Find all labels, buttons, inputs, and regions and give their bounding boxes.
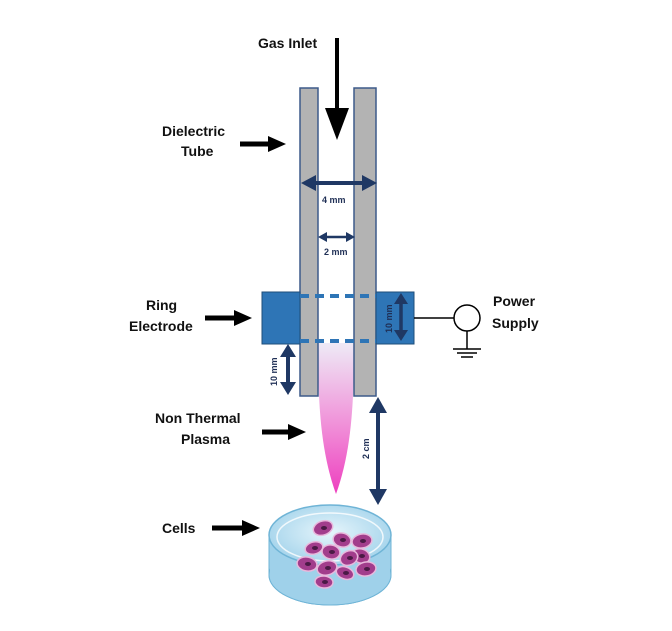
electrode-width-arrow <box>394 293 408 341</box>
outer-diameter-label: 4 mm <box>322 195 346 205</box>
cells-group <box>296 519 377 589</box>
cells-label: Cells <box>162 520 196 536</box>
cell-nucleus <box>329 550 335 554</box>
cell-nucleus <box>321 526 327 530</box>
gas-inlet-arrow <box>325 38 349 140</box>
power-supply-label-line2: Supply <box>492 315 539 331</box>
electrode-to-tube-end-label: 10 mm <box>269 357 279 386</box>
tube-left-wall <box>299 87 319 397</box>
electrode-width-label: 10 mm <box>384 304 394 333</box>
plasma-label-line1: Non Thermal <box>155 410 241 426</box>
inner-diameter-arrow <box>318 232 355 242</box>
ring-electrode-pointer-arrow <box>205 310 252 326</box>
ring-electrode-label-line1: Ring <box>146 297 177 313</box>
cell-nucleus <box>364 567 370 571</box>
inner-diameter-label: 2 mm <box>324 247 348 257</box>
cell-nucleus <box>312 546 318 550</box>
cells-pointer-arrow <box>212 520 260 536</box>
cell-nucleus <box>347 556 353 560</box>
dielectric-tube-pointer-arrow <box>240 136 286 152</box>
ring-electrode-label-line2: Electrode <box>129 318 193 334</box>
plasma-plume <box>318 343 354 494</box>
cell-nucleus <box>360 539 366 543</box>
outer-diameter-arrow <box>301 175 377 191</box>
cell-nucleus <box>305 562 311 566</box>
cell-nucleus <box>340 538 346 542</box>
plasma-label-line2: Plasma <box>181 431 230 447</box>
gas-inlet-label: Gas Inlet <box>258 35 317 51</box>
nozzle-to-cells-label: 2 cm <box>361 438 371 459</box>
plasma-pointer-arrow <box>262 424 306 440</box>
power-source-icon <box>453 304 481 332</box>
ground-icon <box>453 348 481 358</box>
ring-electrode-left <box>261 291 301 345</box>
cell-nucleus <box>325 566 331 570</box>
electrode-to-tube-end-arrow <box>280 344 296 395</box>
dielectric-tube-label-line2: Tube <box>181 143 214 159</box>
power-supply-circuit <box>414 304 481 358</box>
cell-nucleus <box>343 571 349 575</box>
tube-right-wall <box>353 87 377 397</box>
ring-electrode-right <box>375 291 415 345</box>
nozzle-to-cells-arrow <box>369 397 387 505</box>
cell-nucleus <box>322 580 328 584</box>
dielectric-tube-label-line1: Dielectric <box>162 123 225 139</box>
power-supply-label-line1: Power <box>493 293 536 309</box>
cell-nucleus <box>359 554 365 558</box>
